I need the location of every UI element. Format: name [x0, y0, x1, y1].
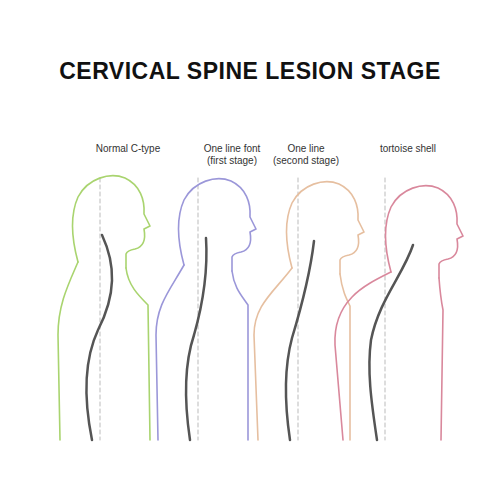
figure-second-stage: [254, 178, 364, 440]
stage-label: tortoise shell: [353, 143, 463, 155]
figure-normal: [58, 176, 150, 440]
stage-label: Normal C-type: [73, 143, 183, 155]
figure-tortoise-shell: [335, 178, 463, 440]
stage-label: One line (second stage): [272, 143, 340, 167]
stage-label: One line font (first stage): [198, 143, 266, 167]
figure-first-stage: [156, 178, 256, 440]
diagram-title: CERVICAL SPINE LESION STAGE: [0, 58, 500, 85]
